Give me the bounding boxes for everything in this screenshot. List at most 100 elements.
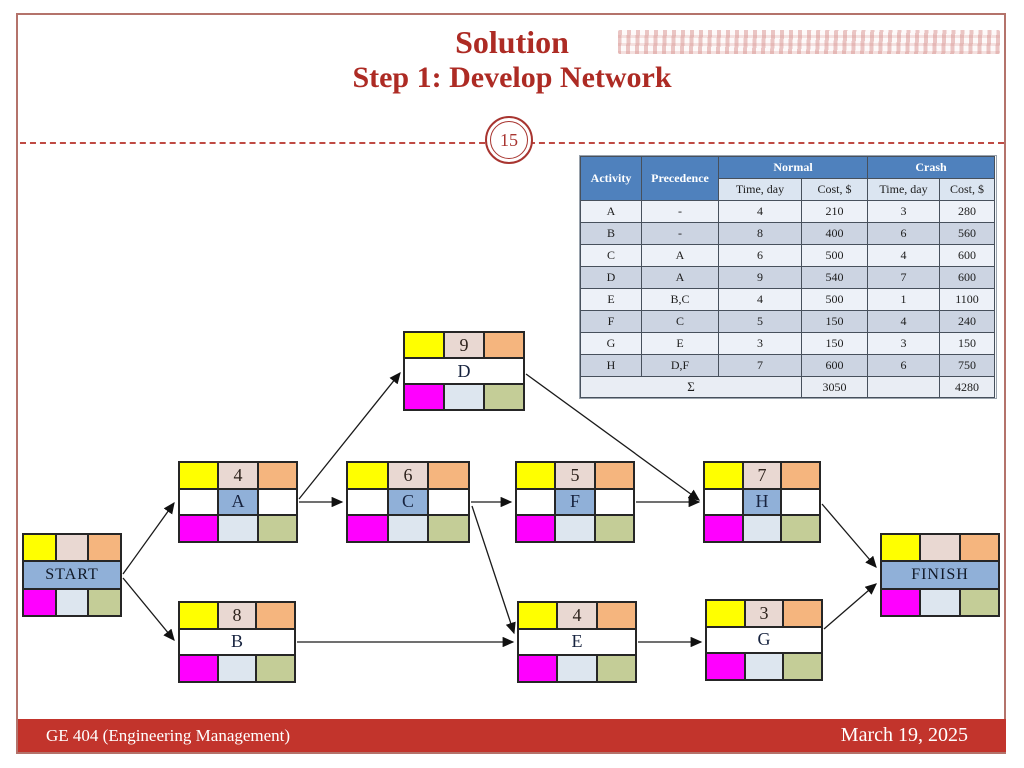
node-cell-es — [179, 462, 219, 489]
arrow-g-finish — [823, 583, 877, 630]
col-header-normal-time: Time, day — [718, 178, 802, 201]
sum-crash-time-empty — [867, 376, 941, 398]
node-duration: 4 — [218, 462, 258, 489]
node-cell-ls — [706, 653, 745, 680]
title-line-2: Step 1: Develop Network — [352, 60, 672, 94]
arrow-h-finish — [821, 503, 877, 568]
node-cell-lf — [781, 515, 820, 542]
col-header-normal-cost: Cost, $ — [800, 178, 869, 201]
red-scribble-watermark — [618, 30, 1000, 54]
arrow-start-a — [122, 501, 175, 575]
node-label: FINISH — [881, 561, 999, 589]
node-duration: 9 — [444, 332, 484, 358]
node-cell-es — [404, 332, 444, 358]
node-cell-slack — [742, 515, 782, 542]
node-cell-ef — [781, 462, 820, 489]
node-cell-es — [347, 462, 388, 489]
node-label: G — [706, 626, 822, 654]
node-cell-slack — [444, 384, 484, 410]
cell-normal-time: 4 — [718, 288, 802, 311]
node-cell-lf — [959, 588, 999, 616]
node-cell-slack — [387, 515, 429, 542]
node-cell-mid-left — [179, 488, 219, 516]
node-cell-ls — [516, 515, 556, 542]
node-duration: 4 — [557, 602, 597, 629]
node-cell-ef — [256, 602, 295, 629]
network-node-a: 4 A — [178, 461, 298, 543]
network-node-finish: FINISH — [880, 533, 1000, 617]
col-header-normal: Normal — [717, 156, 869, 179]
cell-precedence: A — [641, 266, 719, 289]
cell-normal-cost: 210 — [800, 200, 869, 223]
node-cell-slack — [744, 653, 784, 680]
node-cell-ls — [347, 515, 388, 542]
node-duration: 7 — [742, 462, 782, 489]
node-cell-es — [23, 534, 56, 562]
node-cell-duration — [920, 534, 960, 562]
arrow-a-d — [298, 371, 401, 500]
cell-activity: F — [580, 310, 642, 333]
arrow-c-e — [471, 505, 516, 635]
sum-normal-cost: 3050 — [800, 376, 869, 398]
node-label: E — [518, 628, 636, 656]
activity-cost-table: Activity Precedence Normal Crash Time, d… — [580, 156, 996, 398]
node-duration: 8 — [217, 602, 257, 629]
cell-crash-time: 4 — [867, 310, 941, 333]
cell-crash-time: 3 — [867, 200, 941, 223]
node-cell-slack — [217, 655, 257, 682]
node-cell-mid-right — [594, 488, 634, 516]
node-cell-mid-left — [704, 488, 743, 516]
cell-normal-cost: 540 — [800, 266, 869, 289]
node-cell-lf — [783, 653, 822, 680]
node-cell-ef — [88, 534, 121, 562]
node-cell-ls — [704, 515, 743, 542]
activity-cost-table-panel: Activity Precedence Normal Crash Time, d… — [579, 155, 997, 399]
node-label: F — [555, 488, 595, 516]
node-cell-ef — [783, 600, 822, 627]
node-label: A — [218, 488, 258, 516]
cell-normal-time: 5 — [718, 310, 802, 333]
cell-activity: A — [580, 200, 642, 223]
node-cell-ls — [518, 655, 558, 682]
node-cell-ef — [959, 534, 999, 562]
node-cell-es — [706, 600, 745, 627]
node-cell-es — [179, 602, 218, 629]
node-cell-ef — [428, 462, 469, 489]
cell-crash-cost: 1100 — [939, 288, 996, 311]
node-cell-duration — [55, 534, 89, 562]
network-node-b: 8 B — [178, 601, 296, 683]
node-cell-ls — [404, 384, 444, 410]
cell-normal-cost: 500 — [800, 288, 869, 311]
node-cell-mid-right — [257, 488, 297, 516]
cell-crash-time: 7 — [867, 266, 941, 289]
node-cell-lf — [596, 655, 636, 682]
node-cell-lf — [484, 384, 524, 410]
node-cell-mid-right — [781, 488, 820, 516]
footer-course: GE 404 (Engineering Management) — [46, 725, 291, 745]
cell-normal-time: 6 — [718, 244, 802, 267]
cell-precedence: - — [641, 200, 719, 223]
node-cell-es — [518, 602, 558, 629]
node-cell-lf — [594, 515, 634, 542]
network-node-e: 4 E — [517, 601, 637, 683]
cell-activity: G — [580, 332, 642, 355]
network-node-f: 5 F — [515, 461, 635, 543]
node-cell-slack — [920, 588, 960, 616]
node-cell-ef — [484, 332, 524, 358]
network-node-d: 9 D — [403, 331, 525, 411]
network-node-c: 6 C — [346, 461, 470, 543]
network-node-h: 7 H — [703, 461, 821, 543]
node-duration: 6 — [387, 462, 429, 489]
footer-date: March 19, 2025 — [840, 724, 968, 746]
cell-crash-time: 4 — [867, 244, 941, 267]
node-cell-lf — [257, 515, 297, 542]
table-sum-row: Σ 3050 4280 — [580, 376, 996, 398]
col-header-precedence: Precedence — [641, 156, 719, 201]
cell-crash-cost: 240 — [939, 310, 996, 333]
cell-crash-cost: 560 — [939, 222, 996, 245]
